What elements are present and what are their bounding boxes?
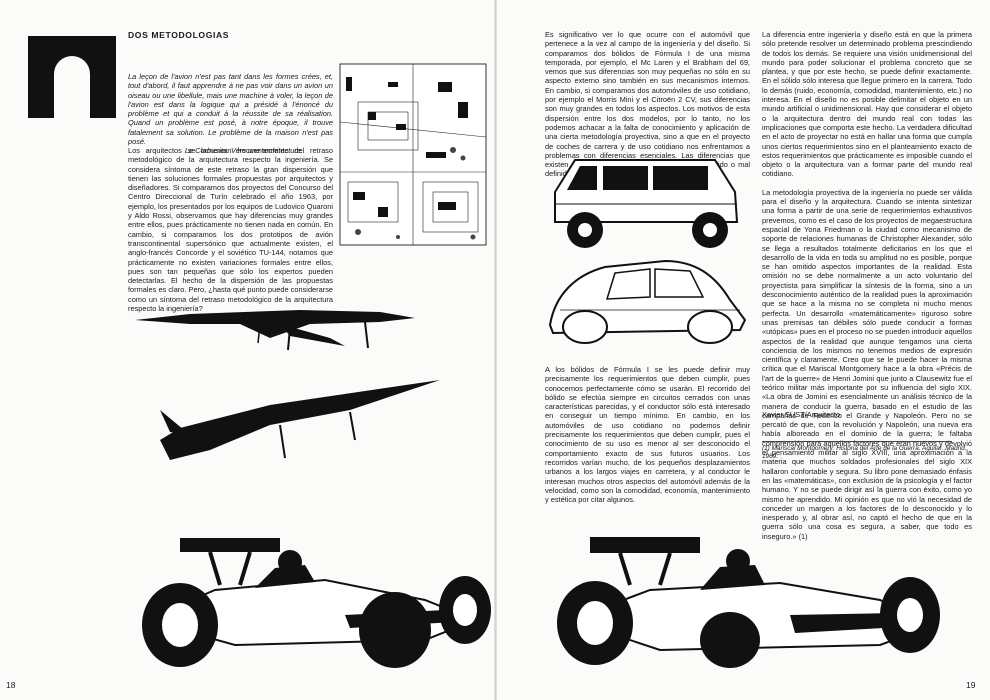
page-gutter	[494, 0, 497, 700]
concorde-aircraft	[135, 310, 415, 351]
paragraph: La metodología proyectiva de la ingenier…	[762, 187, 972, 541]
footnote-rule	[762, 441, 952, 442]
column-3-bottom-text: A los bólidos de Fórmula I se les puede …	[545, 365, 750, 513]
author-signature: Xavier SUST/Arquitecto	[762, 410, 841, 419]
formula-one-car-right	[557, 537, 940, 668]
footnote: (1) Mariscal Montgomery: Historia del Ar…	[762, 445, 967, 460]
paragraph: Los arquitectos se lamentan frecuentemen…	[128, 146, 333, 314]
urban-plan-drawing	[339, 63, 487, 246]
paragraph: Es significativo ver lo que ocurre con e…	[545, 30, 750, 179]
citroen-2cv-car	[548, 259, 747, 344]
paragraph: La diferencia entre ingeniería y diseño …	[762, 30, 972, 179]
page-number-right: 19	[966, 680, 976, 690]
arch-logo	[28, 36, 116, 118]
column-1-text: Los arquitectos se lamentan frecuentemen…	[128, 146, 333, 322]
page-number-left: 18	[6, 680, 16, 690]
paragraph: A los bólidos de Fórmula I se les puede …	[545, 365, 750, 505]
tu144-aircraft	[160, 380, 440, 460]
column-3-top-text: Es significativo ver lo que ocurre con e…	[545, 30, 750, 188]
article-heading: DOS METODOLOGIAS	[128, 30, 230, 40]
quote-attribution: Le Corbusier. Vers une architecture.	[184, 146, 303, 156]
quote-text: La leçon de l'avion n'est pas tant dans …	[128, 72, 333, 147]
corbusier-quote: La leçon de l'avion n'est pas tant dans …	[128, 72, 333, 156]
column-4-text: La diferencia entre ingeniería y diseño …	[762, 30, 972, 550]
formula-one-car-left	[141, 538, 491, 668]
morris-mini-car	[554, 159, 739, 248]
